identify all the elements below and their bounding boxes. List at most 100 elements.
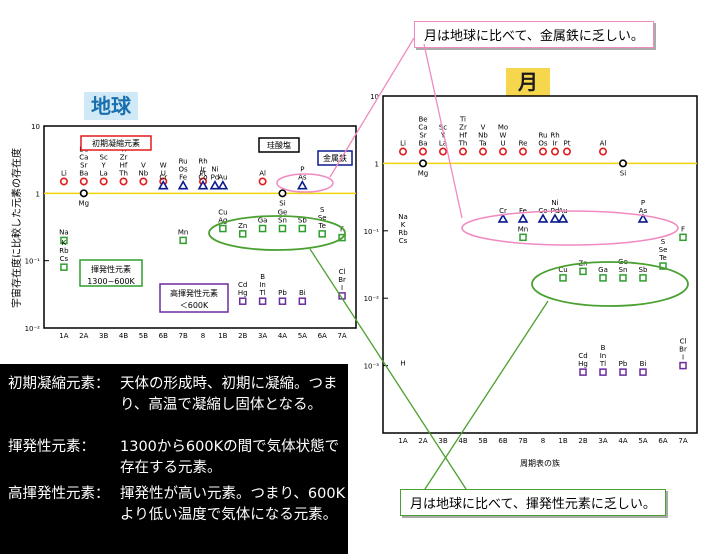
data-label-line: Ga <box>598 266 608 274</box>
data-label-line: Mo <box>498 124 508 132</box>
data-label-line: Sr <box>80 161 87 169</box>
data-label-line: V <box>141 161 146 169</box>
data-label-line: U <box>500 140 505 148</box>
data-point <box>179 236 187 245</box>
data-label-line: K <box>401 221 406 229</box>
data-label: WU <box>160 161 167 177</box>
data-label-line: Be <box>418 116 427 124</box>
data-point <box>219 224 227 233</box>
data-point <box>550 147 559 156</box>
plot-frame <box>382 95 698 434</box>
data-label-line: Cs <box>60 255 69 263</box>
data-point <box>559 274 567 282</box>
data-label: Pt <box>564 140 571 148</box>
legend-highly-volatile-box <box>159 283 229 313</box>
data-label-line: Ru <box>539 132 548 140</box>
x-tick-label: 1A <box>398 437 407 445</box>
data-label-line: Te <box>658 254 666 262</box>
x-tick-label: 5B <box>139 332 148 340</box>
data-point <box>679 361 687 370</box>
x-tick-label: 5B <box>478 437 487 445</box>
data-point <box>79 189 88 198</box>
data-point <box>298 297 307 305</box>
data-point <box>99 177 108 186</box>
data-label-line: Ti <box>459 116 466 124</box>
data-label-line: As <box>298 174 307 182</box>
data-point <box>619 274 627 282</box>
data-label-line: Tl <box>258 289 265 297</box>
data-point <box>139 177 148 186</box>
data-label: Mn <box>178 228 188 236</box>
data-label-line: Mg <box>79 199 89 207</box>
data-label-line: Hf <box>120 161 128 169</box>
data-label: Re <box>519 140 528 148</box>
data-label-line: Rb <box>59 247 69 255</box>
data-label-line: Bi <box>640 360 647 368</box>
data-point <box>197 180 209 190</box>
x-tick-label: 5A <box>298 332 307 340</box>
data-point <box>497 213 509 223</box>
y-tick-label: 10⁻² <box>25 325 41 333</box>
x-tick-label: 2A <box>79 332 88 340</box>
data-label: Bi <box>640 360 647 368</box>
data-label-line: B <box>601 344 606 352</box>
definition-refractory: 初期凝縮元素：天体の形成時、初期に凝縮。つまり、高温で凝縮し固体となる。 <box>8 374 346 416</box>
data-label-line: Ni <box>551 199 558 207</box>
data-label-line: Ge <box>278 209 288 217</box>
definition-volatile: 揮発性元素：1300から600Kの間で気体状態で存在する元素。 <box>8 437 346 479</box>
data-label: Cu <box>558 266 567 274</box>
data-point <box>418 159 427 168</box>
data-label-line: Li <box>61 169 67 177</box>
data-label: Si <box>279 199 285 207</box>
data-label-line: Re <box>519 140 528 148</box>
data-point <box>518 147 527 156</box>
definition-highly-volatile: 高揮発性元素：揮発性が高い元素。つまり、600Kより低い温度で気体になる元素。 <box>8 484 346 526</box>
x-tick-label: 8 <box>201 332 205 340</box>
data-label: F <box>340 226 344 234</box>
definitions-panel: 初期凝縮元素：天体の形成時、初期に凝縮。つまり、高温で凝縮し固体となる。 揮発性… <box>0 364 348 554</box>
x-tick-label: 1A <box>59 332 68 340</box>
data-label-line: S <box>661 238 666 246</box>
volatile-connector <box>309 248 467 490</box>
legend-silicate-box <box>258 137 300 153</box>
data-label: Sb <box>639 266 648 274</box>
x-tick-label: 4A <box>618 437 627 445</box>
x-tick-label: 6B <box>159 332 168 340</box>
data-point <box>298 224 307 233</box>
data-label: Mg <box>418 169 428 177</box>
data-label-line: Fe <box>519 207 527 215</box>
x-tick-label: 7B <box>518 437 527 445</box>
data-label-line: Zr <box>459 124 467 132</box>
data-point <box>60 263 68 271</box>
data-point <box>119 177 128 186</box>
y-tick-label: 10⁻¹ <box>364 228 380 236</box>
data-label-line: V <box>481 124 486 132</box>
data-point <box>598 147 607 156</box>
x-tick-label: 3B <box>99 332 108 340</box>
data-label-line: W <box>160 161 167 169</box>
data-label-line: Na <box>398 213 408 221</box>
data-label-line: Pb <box>278 289 287 297</box>
data-label-line: Pd <box>211 174 220 182</box>
x-tick-label: 3A <box>598 437 607 445</box>
data-label-line: F <box>681 225 685 233</box>
data-point <box>296 180 308 190</box>
data-label: Mn <box>518 225 528 233</box>
data-label: Bi <box>299 289 306 297</box>
data-label-line: Ca <box>79 153 88 161</box>
data-label: Al <box>600 140 607 148</box>
data-label-line: Cu <box>218 209 227 217</box>
metal-connector <box>423 43 463 219</box>
data-label-line: Cd <box>578 352 587 360</box>
